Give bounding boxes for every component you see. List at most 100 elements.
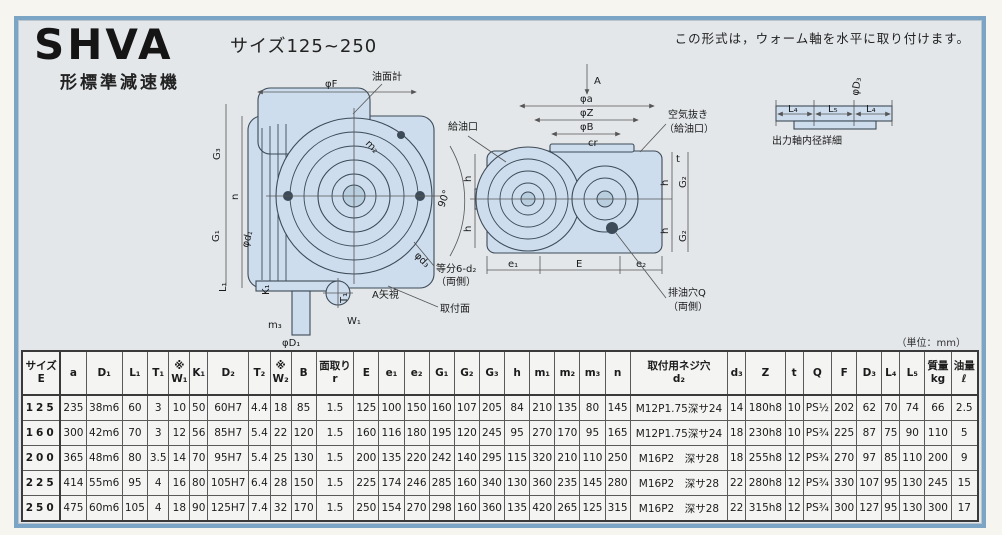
spec-cell: 125H7: [207, 495, 250, 522]
column-header: サイズ E: [21, 350, 62, 396]
spec-cell: 235: [554, 470, 581, 496]
spec-cell: 320: [529, 445, 556, 471]
spec-cell: 225: [831, 420, 858, 446]
unit-note: （単位：mm）: [896, 338, 966, 349]
detail-view-drawing: L₄ L₅ L₄ φD₃ 出力軸内径詳細: [772, 77, 893, 147]
arrow-a-label: A: [594, 76, 601, 87]
spec-cell: 250: [353, 495, 380, 522]
spec-cell: 70: [121, 420, 148, 446]
column-header: 面取り r: [315, 350, 355, 396]
drain-hole-label: 排油穴Q: [668, 286, 706, 299]
dim-phid1: φd₁: [240, 230, 255, 249]
spec-cell: 205: [478, 394, 506, 421]
spec-cell: 255h8: [745, 445, 786, 471]
spec-cell: 25: [269, 445, 292, 471]
spec-cell: 270: [403, 495, 430, 522]
spec-cell: 95: [579, 420, 606, 446]
spec-cell: 85: [290, 394, 317, 421]
column-header: n: [604, 350, 631, 396]
spec-cell: 1.5: [315, 495, 355, 522]
spec-cell: 150: [403, 394, 430, 421]
spec-cell: 32: [269, 495, 292, 522]
spec-cell: 70: [189, 445, 209, 471]
spec-cell: 18: [269, 394, 292, 421]
spec-cell: 130: [290, 445, 317, 471]
spec-cell: 105H7: [207, 470, 250, 496]
spec-cell: 50: [189, 394, 209, 421]
spec-cell: 170: [290, 495, 317, 522]
spec-cell: 1.5: [315, 470, 355, 496]
column-header: Z: [745, 350, 786, 396]
dim-n: n: [230, 194, 241, 200]
spec-cell: 365: [59, 445, 87, 471]
spec-cell: 84: [504, 394, 531, 421]
spec-cell: 360: [529, 470, 556, 496]
column-header: G₂: [453, 350, 480, 396]
spec-cell: 16: [168, 470, 191, 496]
spec-cell: 340: [478, 470, 506, 496]
dim-phiB: φB: [580, 122, 594, 133]
spec-cell: 60: [121, 394, 148, 421]
spec-cell: PS½: [802, 394, 833, 421]
spec-cell: 22: [727, 470, 747, 496]
dim-h-left-bottom: h: [463, 226, 474, 232]
orientation-note: この形式は，ウォーム軸を水平に取り付けます。: [674, 31, 970, 46]
oil-port-label: 給油口: [448, 120, 478, 133]
column-header: ※ W₁: [168, 350, 191, 396]
spec-cell: 475: [59, 495, 87, 522]
spec-cell: 120: [453, 420, 480, 446]
dim-K1: K₁: [261, 284, 272, 295]
spec-cell: PS¾: [802, 470, 833, 496]
spec-cell: 145: [579, 470, 606, 496]
spec-cell: 55m6: [85, 470, 123, 496]
spec-cell: 130: [899, 470, 926, 496]
column-header: D₂: [207, 350, 250, 396]
content-panel: SHVA 形標準減速機 サイズ125~250 この形式は，ウォーム軸を水平に取り…: [14, 16, 986, 528]
spec-cell: 300: [924, 495, 952, 522]
spec-cell: 90: [899, 420, 926, 446]
dim-t: t: [676, 154, 680, 165]
spec-cell: 74: [899, 394, 926, 421]
column-header: m₃: [579, 350, 606, 396]
dim-m3: m₃: [268, 320, 282, 331]
spec-cell: M16P2 深サ28: [629, 470, 729, 496]
dim-phiD3: φD₃: [850, 77, 864, 97]
spec-cell: 3.5: [146, 445, 170, 471]
spec-cell: 135: [378, 445, 405, 471]
spec-cell: 6.4: [248, 470, 271, 496]
spec-cell: 4: [146, 470, 170, 496]
spec-cell: 7.4: [248, 495, 271, 522]
dim-W1: W₁: [347, 316, 361, 327]
spec-cell: 95: [504, 420, 531, 446]
spec-cell: 5: [950, 420, 979, 446]
dim-L4-right: L₄: [866, 104, 876, 115]
air-vent-label: 空気抜き: [668, 108, 708, 121]
spec-cell: 130: [504, 470, 531, 496]
dim-e2: e₂: [636, 259, 646, 270]
equal-holes-sub: （両側）: [436, 275, 476, 288]
dim-phiD1: φD₁: [282, 338, 300, 348]
spec-cell: 22: [727, 495, 747, 522]
spec-cell: 127: [856, 495, 883, 522]
column-header: G₃: [478, 350, 506, 396]
column-header: d₃: [727, 350, 747, 396]
drain-hole-sub: （両側）: [668, 300, 708, 313]
spec-cell: 300: [59, 420, 87, 446]
spec-cell: 97: [856, 445, 883, 471]
spec-cell: 110: [899, 445, 926, 471]
spec-cell: 315: [604, 495, 631, 522]
dim-G1: G₁: [211, 230, 222, 242]
spec-cell: 1.5: [315, 445, 355, 471]
spec-cell: 115: [504, 445, 531, 471]
dim-L4-left: L₄: [788, 104, 798, 115]
dim-G2-bottom: G₂: [678, 230, 689, 242]
spec-cell: 200: [924, 445, 952, 471]
spec-cell: 210: [554, 445, 581, 471]
column-header: T₂: [248, 350, 271, 396]
side-view-drawing: A φa φZ φB cr: [448, 64, 714, 313]
spec-cell: 12: [168, 420, 191, 446]
spec-cell: 265: [554, 495, 581, 522]
